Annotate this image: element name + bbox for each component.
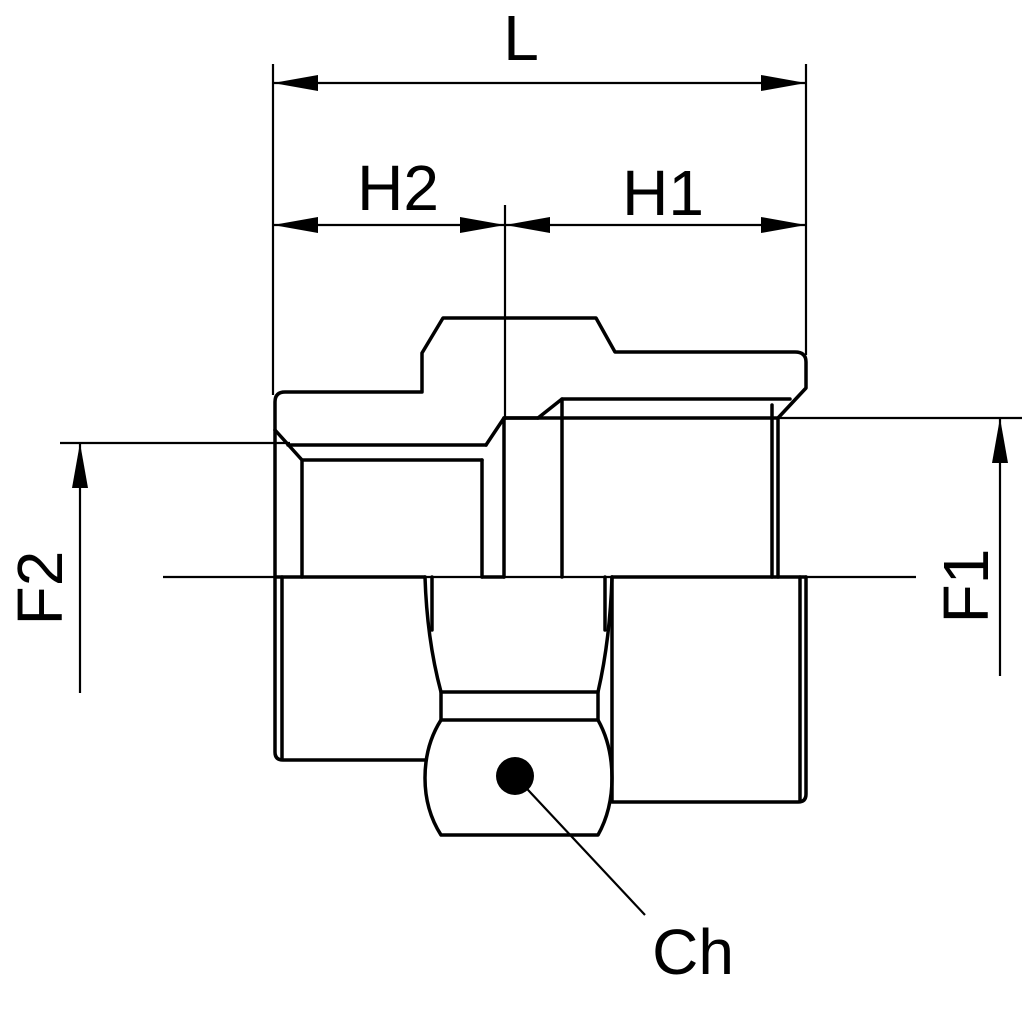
dimension-H1: H1 [503,157,806,420]
label-F1: F1 [930,549,1002,624]
callout-Ch: Ch [496,757,734,988]
dimension-L: L [271,2,808,395]
label-Ch: Ch [652,916,734,988]
dimension-H2: H2 [273,152,505,233]
upper-section-view [273,316,808,579]
lower-external-view [273,575,808,837]
label-H1: H1 [622,157,704,229]
dimension-F2: F2 [4,441,290,693]
label-H2: H2 [357,152,439,224]
dimension-F1: F1 [778,416,1022,676]
label-L: L [503,2,539,74]
label-F2: F2 [4,551,76,626]
